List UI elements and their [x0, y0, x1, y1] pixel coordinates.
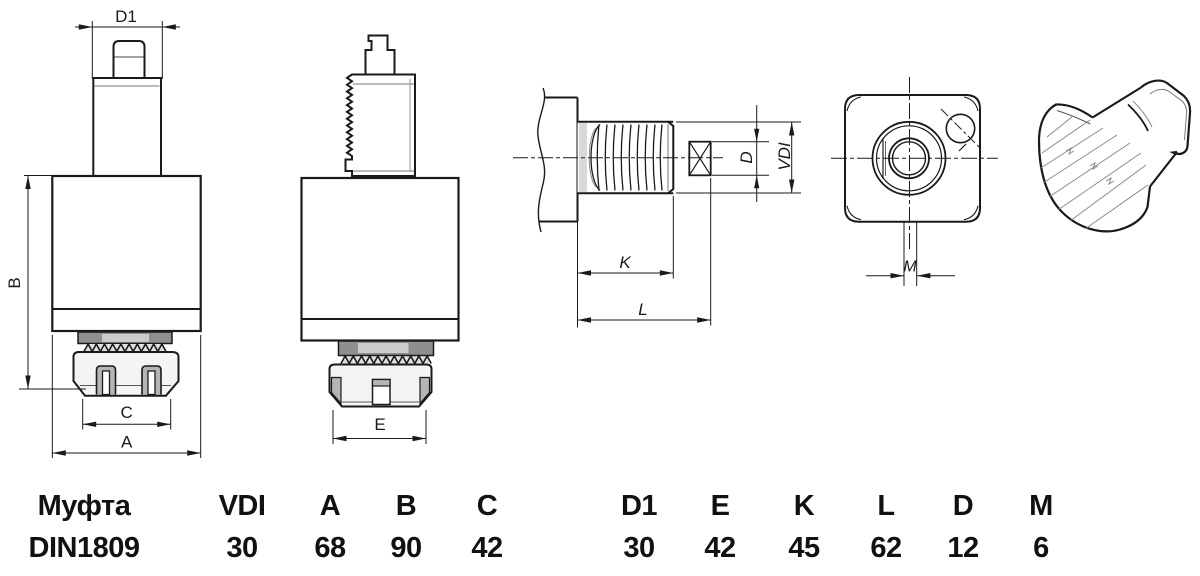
pin-hole: [940, 108, 981, 152]
spec-header-e: E: [710, 490, 730, 522]
spec-value-e: 42: [704, 532, 736, 564]
dim-d: [712, 105, 769, 202]
end-face-view: M: [831, 77, 998, 286]
spec-header-c: C: [476, 490, 498, 522]
spec-col-l: L 62: [870, 490, 902, 564]
dim-label-c: C: [121, 403, 133, 422]
spec-value-d: 12: [947, 532, 979, 564]
spec-col-a: A 68: [314, 490, 346, 564]
spec-value-vdi: 30: [226, 532, 258, 564]
dim-label-l: L: [638, 300, 647, 319]
dim-label-e: E: [374, 415, 385, 434]
spec-col-c: C 42: [471, 490, 503, 564]
dim-vdi: [676, 121, 801, 194]
dim-label-d1: D1: [115, 7, 137, 26]
dim-d1: [75, 21, 180, 79]
front-view: D1 B C A: [5, 7, 202, 458]
spec-value-b: 90: [390, 532, 422, 564]
collet-nut: [72, 351, 180, 397]
spec-header-b: B: [395, 490, 417, 522]
spec-header-a: A: [319, 490, 341, 522]
dim-label-vdi: VDI: [775, 142, 794, 171]
side-view: E: [300, 34, 460, 444]
spec-col-d: D 12: [947, 490, 979, 564]
dim-l: [577, 178, 712, 326]
dim-k: [577, 196, 674, 328]
spec-col-e: E 42: [704, 490, 736, 564]
spec-value-l: 62: [870, 532, 902, 564]
spec-value-m: 6: [1033, 532, 1049, 564]
section-view: K L D VDI: [513, 87, 801, 328]
spec-table: Муфта DIN1809 VDI 30 A 68 B 90 C 42 D1 3…: [0, 492, 1200, 576]
spec-header-m: M: [1029, 490, 1053, 522]
spec-header-vdi: VDI: [218, 490, 266, 522]
spec-header-name: Муфта: [37, 490, 131, 522]
dim-m: [866, 222, 955, 286]
spec-col-d1: D1 30: [620, 490, 658, 564]
dim-label-b: B: [5, 277, 24, 288]
spec-value-d1: 30: [623, 532, 655, 564]
spec-col-name: Муфта DIN1809: [29, 492, 140, 563]
dome-thread-hatch: [1040, 116, 1149, 230]
collet-ring: [77, 331, 173, 354]
spec-col-k: K 45: [788, 490, 820, 564]
collet-nut-side: [328, 363, 433, 408]
spec-value-a: 68: [314, 532, 346, 564]
spec-col-m: M 6: [1029, 492, 1053, 563]
spec-header-l: L: [877, 490, 895, 522]
dim-label-m: M: [903, 259, 917, 276]
isometric-view: [1037, 79, 1192, 233]
dim-c: [82, 399, 172, 430]
dim-label-d: D: [737, 151, 756, 163]
spec-value-name: DIN1809: [28, 532, 140, 564]
drive-tang: [688, 140, 712, 177]
dim-a: [51, 335, 202, 458]
drawing-canvas: D1 B C A: [5, 7, 1192, 458]
spec-col-vdi: VDI 30: [219, 492, 266, 563]
spec-value-k: 45: [788, 532, 820, 564]
spec-header-k: K: [793, 490, 815, 522]
dim-label-a: A: [121, 433, 133, 452]
spec-value-c: 42: [471, 532, 503, 564]
dim-label-k: K: [619, 253, 631, 272]
spec-col-b: B 90: [390, 490, 422, 564]
collet-ring-side: [337, 340, 435, 366]
spec-header-d1: D1: [620, 490, 658, 522]
dim-e: [332, 410, 427, 444]
spec-header-d: D: [952, 490, 974, 522]
